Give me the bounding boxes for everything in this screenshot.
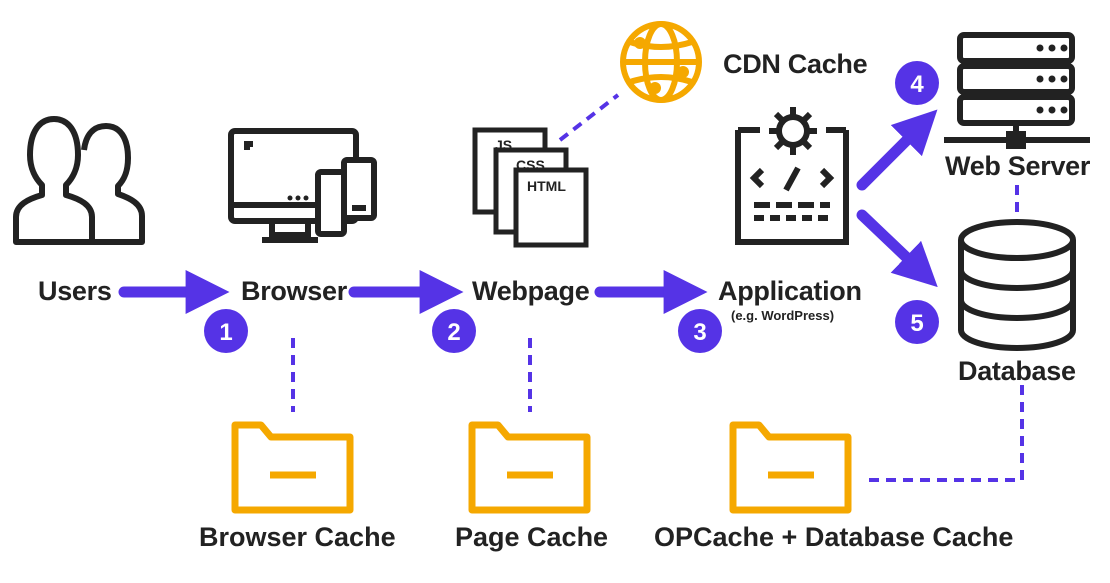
devices-icon <box>228 128 377 243</box>
database-label: Database <box>958 356 1076 386</box>
step-number-1: 1 <box>219 319 232 346</box>
step-number-2: 2 <box>447 319 460 346</box>
page-cache-label: Page Cache <box>455 522 609 552</box>
file-tag-html: HTML <box>527 178 566 194</box>
step-number-4: 4 <box>910 71 924 98</box>
flow-arrows <box>118 109 938 314</box>
step-number-3: 3 <box>693 319 706 346</box>
webpage-label: Webpage <box>472 276 590 306</box>
file-tag-css: CSS <box>516 157 545 173</box>
files-icon <box>472 127 589 248</box>
code-gear-icon <box>735 107 849 245</box>
db-cache-link <box>862 385 1024 482</box>
server-rack-icon <box>944 32 1090 149</box>
step-badge-5 <box>895 300 939 344</box>
server-lights <box>1036 44 1068 114</box>
users-icon <box>13 116 145 245</box>
database-icon <box>958 219 1076 352</box>
application-note: (e.g. WordPress) <box>731 308 835 323</box>
browser-label: Browser <box>241 276 347 306</box>
users-label: Users <box>38 276 112 306</box>
folder-icon <box>468 421 591 514</box>
cdn-cache-label: CDN Cache <box>723 49 868 79</box>
devices-icon-dots <box>287 195 309 201</box>
cache-links <box>291 338 1024 482</box>
step-badges: 1 2 3 4 5 <box>204 61 939 353</box>
folder-icon <box>231 421 354 514</box>
globe-nodes <box>634 37 689 94</box>
folder-icon <box>729 421 852 514</box>
step-badge-2 <box>432 309 476 353</box>
cdn-link-dashed <box>558 93 620 142</box>
opcache-db-cache-label: OPCache + Database Cache <box>654 522 1014 552</box>
step-badge-3 <box>678 309 722 353</box>
file-tag-js: JS <box>495 137 512 153</box>
web-server-label: Web Server <box>945 151 1091 181</box>
globe-network-icon <box>620 21 702 103</box>
arrow-application-webserver <box>856 109 938 191</box>
application-label: Application <box>718 276 862 306</box>
step-badge-4 <box>895 61 939 105</box>
arrow-application-database <box>856 209 938 288</box>
step-badge-1 <box>204 309 248 353</box>
browser-cache-label: Browser Cache <box>199 522 396 552</box>
step-number-5: 5 <box>910 310 923 337</box>
